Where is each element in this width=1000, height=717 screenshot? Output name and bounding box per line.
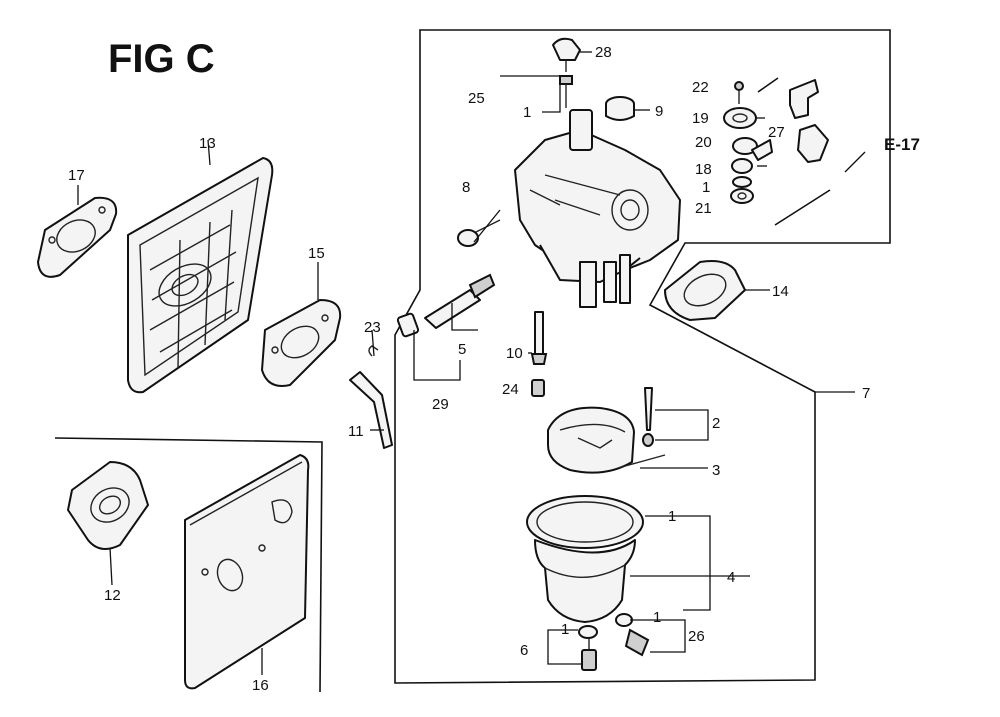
cap-9-icon	[605, 96, 635, 121]
callout-8: 8	[462, 179, 470, 196]
callout-1: 1	[523, 104, 531, 121]
callout-3: 3	[712, 462, 720, 479]
callout-1: 1	[561, 621, 569, 638]
callout-23: 23	[364, 319, 381, 336]
callout-7: 7	[862, 385, 870, 402]
callout-17: 17	[68, 167, 85, 184]
callout-11: 11	[348, 423, 364, 440]
carburetor-body-icon	[514, 109, 681, 308]
callout-20: 20	[695, 134, 712, 151]
callout-1: 1	[668, 508, 676, 525]
rod-11-icon	[349, 371, 393, 449]
oring-1-icon	[732, 176, 752, 188]
needle-2-icon	[642, 387, 654, 447]
lever-20-icon	[732, 137, 773, 161]
insulator-plate-13-icon	[127, 157, 274, 394]
callout-9: 9	[655, 103, 663, 120]
bracket-27	[757, 77, 831, 226]
callout-24: 24	[502, 381, 519, 398]
callout-22: 22	[692, 79, 709, 96]
seal-18-icon	[731, 158, 753, 174]
gasket-17-icon	[37, 196, 118, 278]
callout-13: 13	[199, 135, 216, 152]
callout-labels: 28 25 1 9 22 19 27 20 18 1 21 8 13 17 15…	[68, 44, 870, 694]
ring-21-icon	[730, 188, 754, 204]
gasket-14-icon	[664, 260, 746, 321]
float-chamber-4-icon	[526, 495, 644, 623]
fuel-cap-28-icon	[552, 37, 581, 72]
callout-6: 6	[520, 642, 528, 659]
screw-22-icon	[734, 81, 744, 104]
float-icon	[547, 406, 666, 474]
jet-10-icon	[530, 311, 548, 365]
callout-16: 16	[252, 677, 269, 694]
callout-10: 10	[506, 345, 523, 362]
screw-26-icon	[615, 613, 650, 657]
holder-23-icon	[368, 312, 420, 357]
reference-label: E-17	[884, 135, 920, 154]
callout-29: 29	[432, 396, 449, 413]
callout-1: 1	[702, 179, 710, 196]
callout-18: 18	[695, 161, 712, 178]
pilot-screw-5-icon	[424, 273, 496, 329]
callout-28: 28	[595, 44, 612, 61]
callout-15: 15	[308, 245, 325, 262]
callout-26: 26	[688, 628, 705, 645]
screw-25-icon	[559, 75, 573, 108]
figure-title: FIG C	[108, 37, 215, 81]
washer-19-icon	[723, 107, 757, 129]
callout-19: 19	[692, 110, 709, 127]
callout-2: 2	[712, 415, 720, 432]
bracket-27-icon	[789, 79, 829, 163]
jet-24-icon	[531, 379, 545, 397]
callout-25: 25	[468, 90, 485, 107]
callout-1: 1	[653, 609, 661, 626]
drain-bolt-6-icon	[578, 625, 598, 671]
gasket-12-icon	[67, 461, 149, 550]
callout-21: 21	[695, 200, 712, 217]
callout-27: 27	[768, 124, 785, 141]
callout-12: 12	[104, 587, 121, 604]
lower-panel-frame	[54, 437, 323, 693]
callout-5: 5	[458, 341, 466, 358]
callout-4: 4	[727, 569, 735, 586]
gasket-15-icon	[261, 299, 342, 387]
leader-lines	[77, 51, 866, 675]
callout-14: 14	[772, 283, 789, 300]
screw-8-icon	[457, 219, 501, 247]
plate-16-icon	[184, 454, 310, 690]
